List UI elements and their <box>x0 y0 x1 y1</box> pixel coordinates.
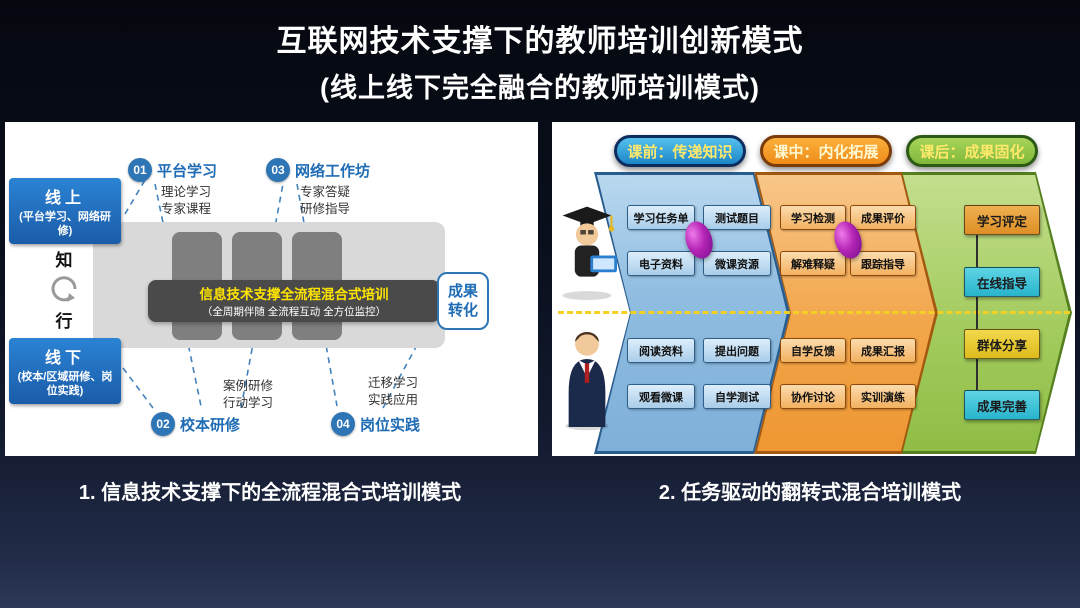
task-box: 测试题目 <box>703 205 771 230</box>
online-label: 线上 <box>44 190 85 207</box>
banner-subtitle: （全周期伴随 全流程互动 全方位监控） <box>201 306 387 318</box>
task-box: 观看微课 <box>627 384 695 409</box>
connector-line <box>976 235 978 267</box>
step-title: 校本研修 <box>180 416 241 434</box>
task-box: 电子资料 <box>627 251 695 276</box>
step-desc-line: 研修指导 <box>300 202 351 216</box>
task-box: 成果评价 <box>850 205 916 230</box>
task-box: 自学反馈 <box>780 338 846 363</box>
cycle-arrows-icon <box>51 276 77 302</box>
step-platform-learning: 01 平台学习 <box>128 158 217 182</box>
center-banner: 信息技术支撑全流程混合式培训 （全周期伴随 全流程互动 全方位监控） <box>148 280 440 322</box>
task-box: 自学测试 <box>703 384 771 409</box>
result-transform-box: 成果 转化 <box>437 272 489 330</box>
teacher-student-divider <box>558 311 1070 314</box>
step-network-workshop: 03 网络工作坊 <box>266 158 370 182</box>
step-title: 平台学习 <box>157 162 218 180</box>
task-box: 群体分享 <box>964 329 1040 359</box>
step-desc-line: 专家课程 <box>161 202 212 216</box>
offline-label: 线下 <box>44 350 85 367</box>
connector-line <box>976 297 978 329</box>
caption-right: 2. 任务驱动的翻转式混合培训模式 <box>658 482 962 504</box>
task-box: 阅读资料 <box>627 338 695 363</box>
graduate-teacher-icon <box>562 206 617 300</box>
phase-header-pre-class: 课前：传递知识 <box>614 135 746 167</box>
task-box: 成果汇报 <box>850 338 916 363</box>
result-line-1: 成果 <box>447 283 478 300</box>
task-box: 提出问题 <box>703 338 771 363</box>
online-sublabel: (平台学习、网络研修) <box>19 211 111 237</box>
connector-line <box>976 359 978 390</box>
step-desc-line: 行动学习 <box>223 396 274 410</box>
step-number-badge: 02 <box>151 412 175 436</box>
step-school-training: 02 校本研修 <box>151 412 240 436</box>
step-desc-line: 理论学习 <box>161 185 212 199</box>
task-box: 跟踪指导 <box>850 251 916 276</box>
offline-box: 线下 (校本/区域研修、岗位实践) <box>9 338 121 404</box>
task-box: 学习任务单 <box>627 205 695 230</box>
task-box: 成果完善 <box>964 390 1040 420</box>
banner-title: 信息技术支撑全流程混合式培训 <box>199 287 389 302</box>
step-number-badge: 03 <box>266 158 290 182</box>
task-box: 协作讨论 <box>780 384 846 409</box>
step-post-practice-desc: 迁移学习 实践应用 <box>368 375 418 409</box>
task-box: 学习检测 <box>780 205 846 230</box>
task-box: 在线指导 <box>964 267 1040 297</box>
step-platform-learning-desc: 理论学习 专家课程 <box>161 184 211 218</box>
step-school-training-desc: 案例研修 行动学习 <box>223 378 273 412</box>
step-desc-line: 实践应用 <box>368 393 419 407</box>
title-line-1: 互联网技术支撑下的教师培训创新模式 <box>276 25 804 58</box>
step-title: 岗位实践 <box>360 416 421 434</box>
action-char: 行 <box>55 312 73 331</box>
task-box: 解难释疑 <box>780 251 846 276</box>
knowledge-action-cycle: 知 行 <box>31 246 97 332</box>
task-box: 学习评定 <box>964 205 1040 235</box>
step-desc-line: 迁移学习 <box>368 376 419 390</box>
step-network-workshop-desc: 专家答疑 研修指导 <box>300 184 350 218</box>
left-diagram-panel: 信息技术支撑全流程混合式培训 （全周期伴随 全流程互动 全方位监控） 成果 转化… <box>5 122 538 456</box>
step-desc-line: 专家答疑 <box>300 185 351 199</box>
task-box: 微课资源 <box>703 251 771 276</box>
businessman-trainee-icon <box>565 332 609 431</box>
phase-header-in-class: 课中：内化拓展 <box>760 135 892 167</box>
step-post-practice: 04 岗位实践 <box>331 412 420 436</box>
task-box: 实训演练 <box>850 384 916 409</box>
step-desc-line: 案例研修 <box>223 379 274 393</box>
step-number-badge: 01 <box>128 158 152 182</box>
slide-title: 互联网技术支撑下的教师培训创新模式 (线上线下完全融合的教师培训模式) <box>0 16 1080 105</box>
caption-left: 1. 信息技术支撑下的全流程混合式培训模式 <box>78 482 462 504</box>
step-number-badge: 04 <box>331 412 355 436</box>
result-line-2: 转化 <box>447 302 478 319</box>
phase-header-after-class: 课后：成果固化 <box>906 135 1038 167</box>
title-line-2: (线上线下完全融合的教师培训模式) <box>320 73 760 103</box>
offline-sublabel: (校本/区域研修、岗位实践) <box>17 371 113 397</box>
online-box: 线上 (平台学习、网络研修) <box>9 178 121 244</box>
knowledge-char: 知 <box>55 251 73 270</box>
right-diagram-panel: 课前：传递知识 课中：内化拓展 课后：成果固化 学习任务单 测试题目 电子资料 … <box>552 122 1075 456</box>
step-title: 网络工作坊 <box>295 162 371 180</box>
